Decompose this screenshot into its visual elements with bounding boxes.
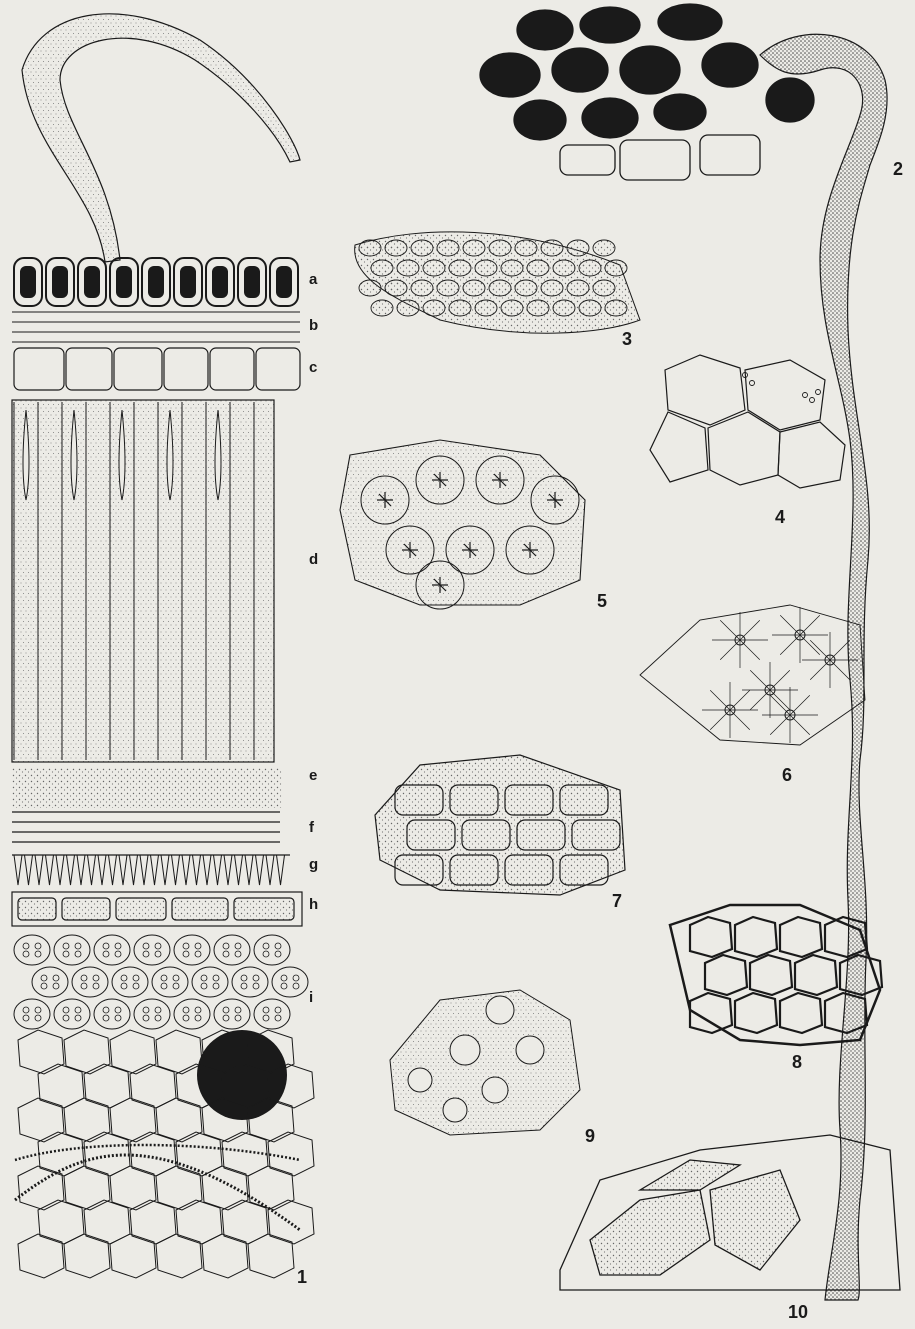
layer-label-i: i [309,990,313,1005]
figure-1-section [12,14,314,1278]
figure-1-hair [22,14,300,262]
layer-label-b: b [309,318,318,333]
figure-2-hair [760,34,887,1300]
figure-2-dark-cells [480,4,814,180]
layer-h-cells [12,892,302,926]
figure-5-cells [340,440,585,609]
figure-label-9: 9 [585,1127,595,1145]
figure-label-5: 5 [597,592,607,610]
layer-b-cells [12,312,300,342]
layer-e-cells [12,768,282,808]
figure-label-4: 4 [775,508,785,526]
layer-label-e: e [309,768,317,783]
figure-6-cells [640,605,865,745]
figure-4-cells [650,355,845,488]
figure-7-cells [375,755,625,895]
layer-d-palisade [12,400,274,762]
figure-9-cells [390,990,580,1135]
layer-label-d: d [309,552,318,567]
figure-1-parenchyma [15,1030,314,1278]
figure-3-cells [355,232,640,333]
figure-label-2: 2 [893,160,903,178]
layer-i-cells [12,930,308,1030]
figure-label-7: 7 [612,892,622,910]
figure-2-hair-section [760,34,887,1300]
figure-label-10: 10 [788,1303,808,1321]
figure-label-1: 1 [297,1268,307,1286]
layer-label-f: f [309,820,314,835]
figure-label-8: 8 [792,1053,802,1071]
figure-label-3: 3 [622,330,632,348]
layer-g-cells [12,855,290,885]
layer-label-g: g [309,857,318,872]
layer-label-a: a [309,272,317,287]
figure-label-6: 6 [782,766,792,784]
layer-f-cells [12,812,280,842]
layer-c-cells [14,348,300,390]
layer-label-h: h [309,897,318,912]
layer-label-c: c [309,360,317,375]
layer-a-cells [12,255,302,307]
